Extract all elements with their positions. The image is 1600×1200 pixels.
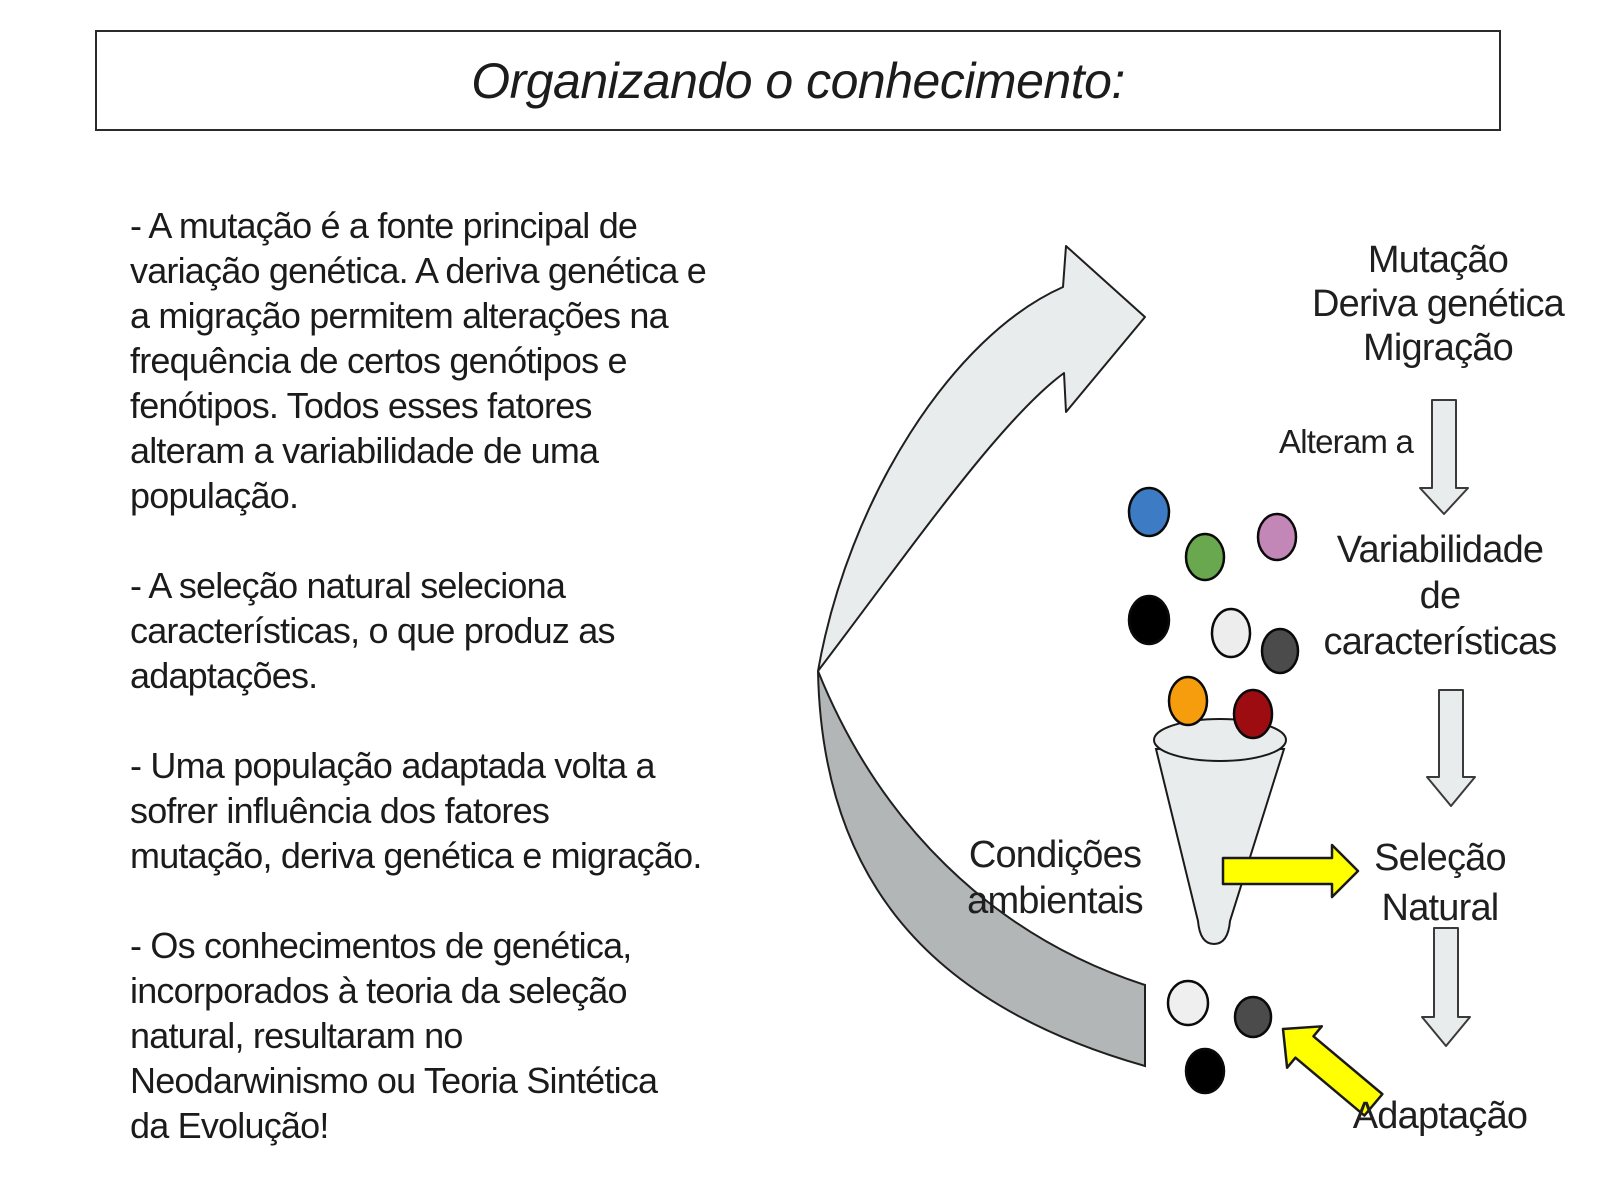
selected-dot-black bbox=[1184, 1047, 1226, 1095]
adaptation-up-arrow bbox=[1281, 1025, 1384, 1117]
variation-dot-black bbox=[1127, 594, 1171, 646]
page-title: Organizando o conhecimento: bbox=[471, 52, 1125, 109]
variation-dot-dark-red bbox=[1232, 688, 1274, 740]
text-paragraph-selection: - A seleção natural seleciona caracterís… bbox=[130, 565, 615, 696]
variation-dot-pink bbox=[1256, 512, 1298, 562]
text-paragraph-mutation: - A mutação é a fonte principal de varia… bbox=[130, 205, 707, 516]
text-paragraph-adapted-population: - Uma população adaptada volta a sofrer … bbox=[130, 745, 702, 876]
alteram-label: Alteram a bbox=[1278, 423, 1414, 460]
variation-dot-green bbox=[1184, 532, 1226, 582]
adaptation-label: Adaptação bbox=[1352, 1095, 1528, 1137]
cycle-arc-lower bbox=[817, 670, 1146, 1068]
variation-dot-orange bbox=[1167, 675, 1209, 727]
text-paragraph-neodarwinism: - Os conhecimentos de genética, incorpor… bbox=[130, 925, 658, 1146]
variability-down-arrow bbox=[1426, 689, 1476, 807]
conditions-right-arrow bbox=[1221, 843, 1360, 899]
selected-dot-white bbox=[1166, 979, 1210, 1027]
bullet-text-block: - A mutação é a fonte principal de varia… bbox=[130, 203, 910, 1193]
alteram-down-arrow bbox=[1419, 399, 1469, 515]
variation-dot-white bbox=[1210, 607, 1252, 659]
variation-dot-blue bbox=[1127, 486, 1171, 538]
title-box: Organizando o conhecimento: bbox=[95, 30, 1501, 131]
conditions-label: Condições ambientais bbox=[967, 834, 1144, 922]
selection-label: Seleção Natural bbox=[1374, 837, 1507, 929]
variation-dot-dark-gray bbox=[1260, 627, 1300, 675]
factors-label: Mutação Deriva genética Migração bbox=[1311, 239, 1565, 369]
cycle-arc-upper-arrowhead bbox=[817, 245, 1146, 672]
variability-label: Variabilidade de características bbox=[1323, 529, 1558, 663]
funnel-cone bbox=[1154, 748, 1286, 946]
selected-dot-dark-gray bbox=[1233, 995, 1273, 1039]
selection-down-arrow bbox=[1421, 927, 1471, 1047]
